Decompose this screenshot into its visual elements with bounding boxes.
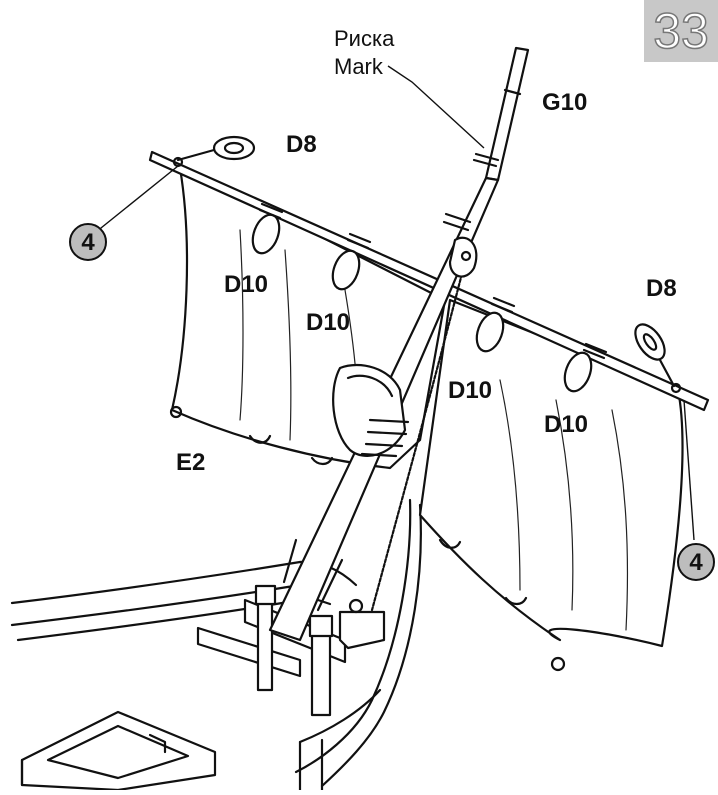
sheave-d10-4 bbox=[563, 342, 608, 393]
mark-leader-line bbox=[387, 65, 485, 149]
step-number: 33 bbox=[653, 3, 709, 59]
label-d8-left: D8 bbox=[286, 131, 317, 158]
hull bbox=[10, 498, 422, 792]
label-d10-4: D10 bbox=[544, 411, 588, 438]
callout-right-number: 4 bbox=[689, 549, 703, 576]
block-d8-left bbox=[176, 135, 256, 162]
sheave-d10-2 bbox=[331, 232, 372, 291]
block-d8-right bbox=[634, 323, 676, 388]
sheave-d10-1 bbox=[251, 202, 284, 255]
callout-left-number: 4 bbox=[81, 229, 95, 256]
mast-collar bbox=[332, 363, 410, 458]
label-e2: E2 bbox=[176, 449, 205, 476]
callout-left: 4 bbox=[69, 223, 107, 261]
callout-left-leader bbox=[95, 165, 179, 233]
mast-partner bbox=[196, 538, 386, 717]
halyard bbox=[370, 236, 478, 612]
sheave-d10-3 bbox=[475, 296, 516, 353]
label-mark-ru: Риска bbox=[334, 26, 395, 51]
label-mark-en: Mark bbox=[334, 54, 384, 79]
label-g10: G10 bbox=[542, 89, 587, 116]
callout-right: 4 bbox=[677, 543, 715, 581]
deck-hatch bbox=[20, 710, 217, 792]
label-d10-1: D10 bbox=[224, 271, 268, 298]
label-d10-2: D10 bbox=[306, 309, 350, 336]
sail-right bbox=[418, 298, 684, 672]
label-d10-3: D10 bbox=[448, 377, 492, 404]
yard bbox=[148, 150, 710, 412]
callout-right-leader bbox=[683, 399, 695, 541]
step-badge: 33 bbox=[644, 0, 718, 62]
label-d8-right: D8 bbox=[646, 275, 677, 302]
